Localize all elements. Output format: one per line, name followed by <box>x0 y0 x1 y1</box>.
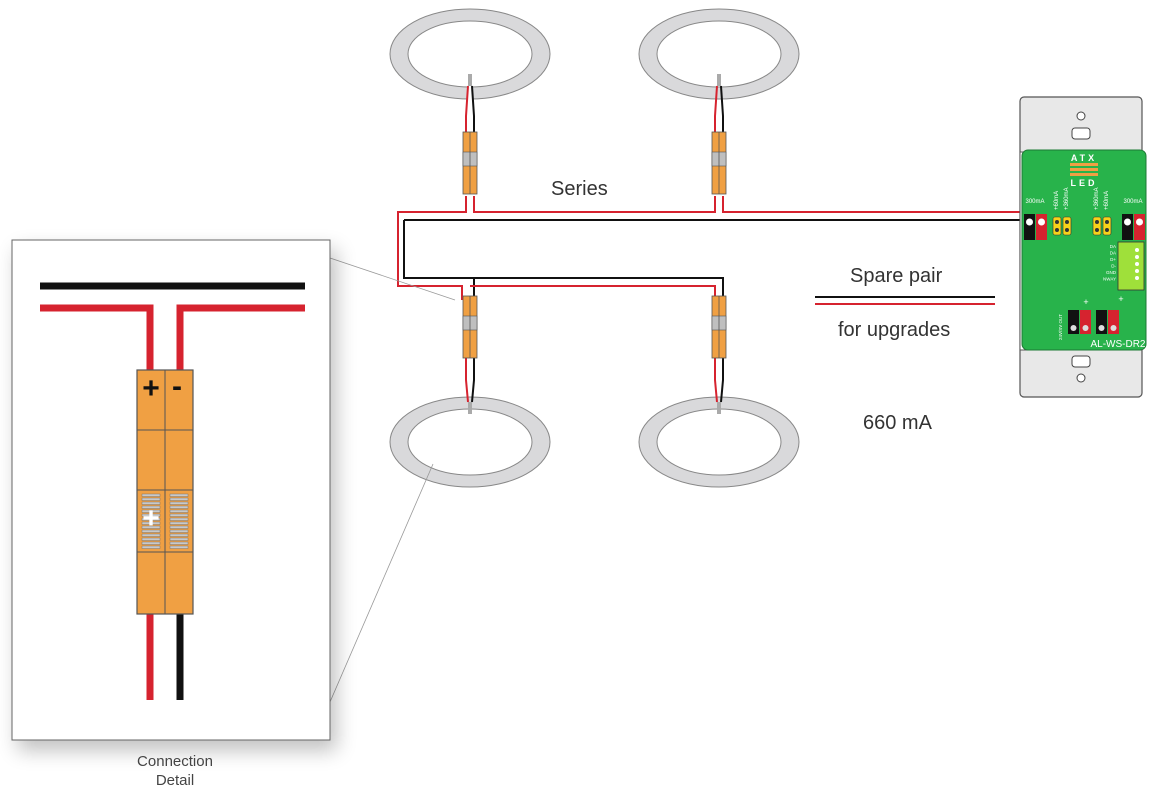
driver-board <box>1021 149 1147 351</box>
jumper-label-2: +360mA <box>1064 187 1070 210</box>
inline-connector-bottom-right <box>711 295 727 359</box>
spare-pair-label: Spare pair <box>850 265 943 287</box>
caption-line-1: Connection <box>137 753 213 770</box>
detail-connector <box>136 369 194 615</box>
dali-terminal-label: GND <box>1106 270 1117 275</box>
detail-plus-engraved: + <box>142 502 160 535</box>
connection-detail-caption: Connection Detail <box>110 752 240 790</box>
dali-terminal-label: NWAY <box>1103 277 1116 282</box>
jumper-label-3: +360mA <box>1094 187 1100 210</box>
dali-terminal-label: D+ <box>1110 257 1116 262</box>
input-terminals <box>1068 310 1119 334</box>
jumper-label-1: +60mA <box>1054 191 1060 210</box>
brand-bottom: LED <box>1071 178 1098 188</box>
inline-connector-top-left <box>462 131 478 195</box>
connection-detail-drawing: + - + <box>40 282 305 700</box>
detail-plus-sign: + <box>142 372 160 405</box>
caption-line-2: Detail <box>155 772 195 789</box>
brand-top: ATX <box>1071 153 1097 163</box>
jumper-pins <box>1052 216 1112 236</box>
output-terminal-left <box>1024 214 1047 240</box>
output-left-label: 300mA <box>1025 199 1044 205</box>
input-plus-right: + <box>1118 294 1123 304</box>
detail-minus-sign: - <box>172 370 182 403</box>
output-terminal-right <box>1122 214 1145 240</box>
input-plus-left: + <box>1083 297 1088 307</box>
inline-connector-bottom-left <box>462 295 478 359</box>
wire-run <box>397 85 1030 403</box>
spare-pair-label-2: for upgrades <box>838 319 951 341</box>
driver-assembly: ATX LED 300mA 300mA +60mA +360mA +360mA … <box>1019 96 1147 398</box>
fixture-leads <box>467 70 721 414</box>
input-label: 24V/SV OUT <box>1058 314 1063 340</box>
inline-connector-top-right <box>711 131 727 195</box>
dali-terminal-label: DA <box>1110 251 1116 256</box>
jumper-label-4: +60mA <box>1104 191 1110 210</box>
model-label: AL-WS-DR2 <box>1090 339 1145 350</box>
current-label: 660 mA <box>863 412 932 434</box>
dali-terminal-block <box>1117 241 1145 291</box>
dali-terminal-label: DA <box>1110 244 1116 249</box>
series-label: Series <box>551 178 608 200</box>
dali-terminal-label: D- <box>1111 264 1116 269</box>
output-right-label: 300mA <box>1123 199 1142 205</box>
zoom-guides <box>329 257 456 703</box>
